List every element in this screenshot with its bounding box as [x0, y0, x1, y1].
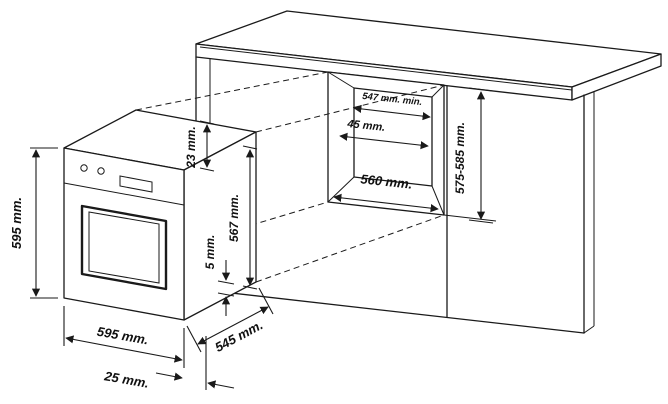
ref-tick	[468, 87, 494, 92]
ref-tick	[242, 285, 258, 290]
projection-top-left	[135, 71, 329, 111]
countertop-profile-line	[199, 46, 573, 91]
cabinet-bottom-edge	[195, 288, 585, 334]
niche-height-label: 575-585 mm.	[453, 122, 467, 194]
cabinet-right-bottom-edge	[583, 325, 595, 334]
oven-height-dimension: 595 mm.	[9, 147, 58, 299]
body-height-dimension: 567 mm.	[227, 145, 258, 290]
ref-tick	[242, 145, 258, 150]
oven-width-label: 595 mm.	[96, 324, 150, 348]
control-knob-right	[97, 167, 105, 175]
control-display	[119, 175, 153, 193]
top-section-dimension: 23 mm.	[184, 120, 215, 172]
ref-tick	[468, 219, 494, 224]
niche-top-left-inner-edge	[327, 71, 355, 89]
ext-line	[186, 325, 202, 353]
ref-tick	[217, 292, 235, 297]
dim-line	[197, 306, 269, 345]
ref-tick	[199, 167, 215, 172]
arrow-left	[155, 372, 183, 381]
ext-line	[443, 214, 497, 222]
niche-height-dimension: 575-585 mm.	[443, 87, 497, 224]
niche-front-width-label: 560 mm.	[360, 171, 413, 191]
arrow-right	[207, 380, 235, 389]
dim-line	[333, 193, 439, 213]
niche-gap-label: 45 mm.	[346, 118, 386, 134]
dim-line	[65, 335, 183, 363]
door-offset-label: 25 mm.	[102, 368, 150, 391]
bottom-section-label: 5 mm.	[203, 235, 217, 270]
projection-top-right	[255, 84, 445, 133]
niche-front-width-dimension: 560 mm.	[333, 171, 439, 213]
kitchen-cabinet	[195, 10, 662, 334]
niche-gap-dimension: 45 mm.	[339, 118, 429, 150]
control-knob-left	[80, 164, 88, 172]
door-window-inner	[88, 211, 160, 284]
control-panel-line	[63, 182, 185, 206]
oven-height-label: 595 mm.	[9, 197, 24, 249]
dim-line	[353, 104, 431, 121]
countertop-right-edge	[571, 53, 662, 101]
bottom-section-dimension: 5 mm.	[203, 235, 235, 316]
projection-bottom-right	[255, 214, 445, 283]
niche-bottom-left-inner-edge	[327, 176, 355, 203]
door-window-outer	[80, 204, 168, 291]
top-section-label: 23 mm.	[184, 126, 198, 168]
body-height-label: 567 mm.	[227, 194, 241, 242]
ref-tick	[217, 280, 235, 285]
niche-top-right-inner-edge	[431, 84, 445, 98]
ext-line	[258, 287, 274, 315]
dim-line	[339, 132, 429, 150]
ref-tick	[199, 120, 215, 125]
